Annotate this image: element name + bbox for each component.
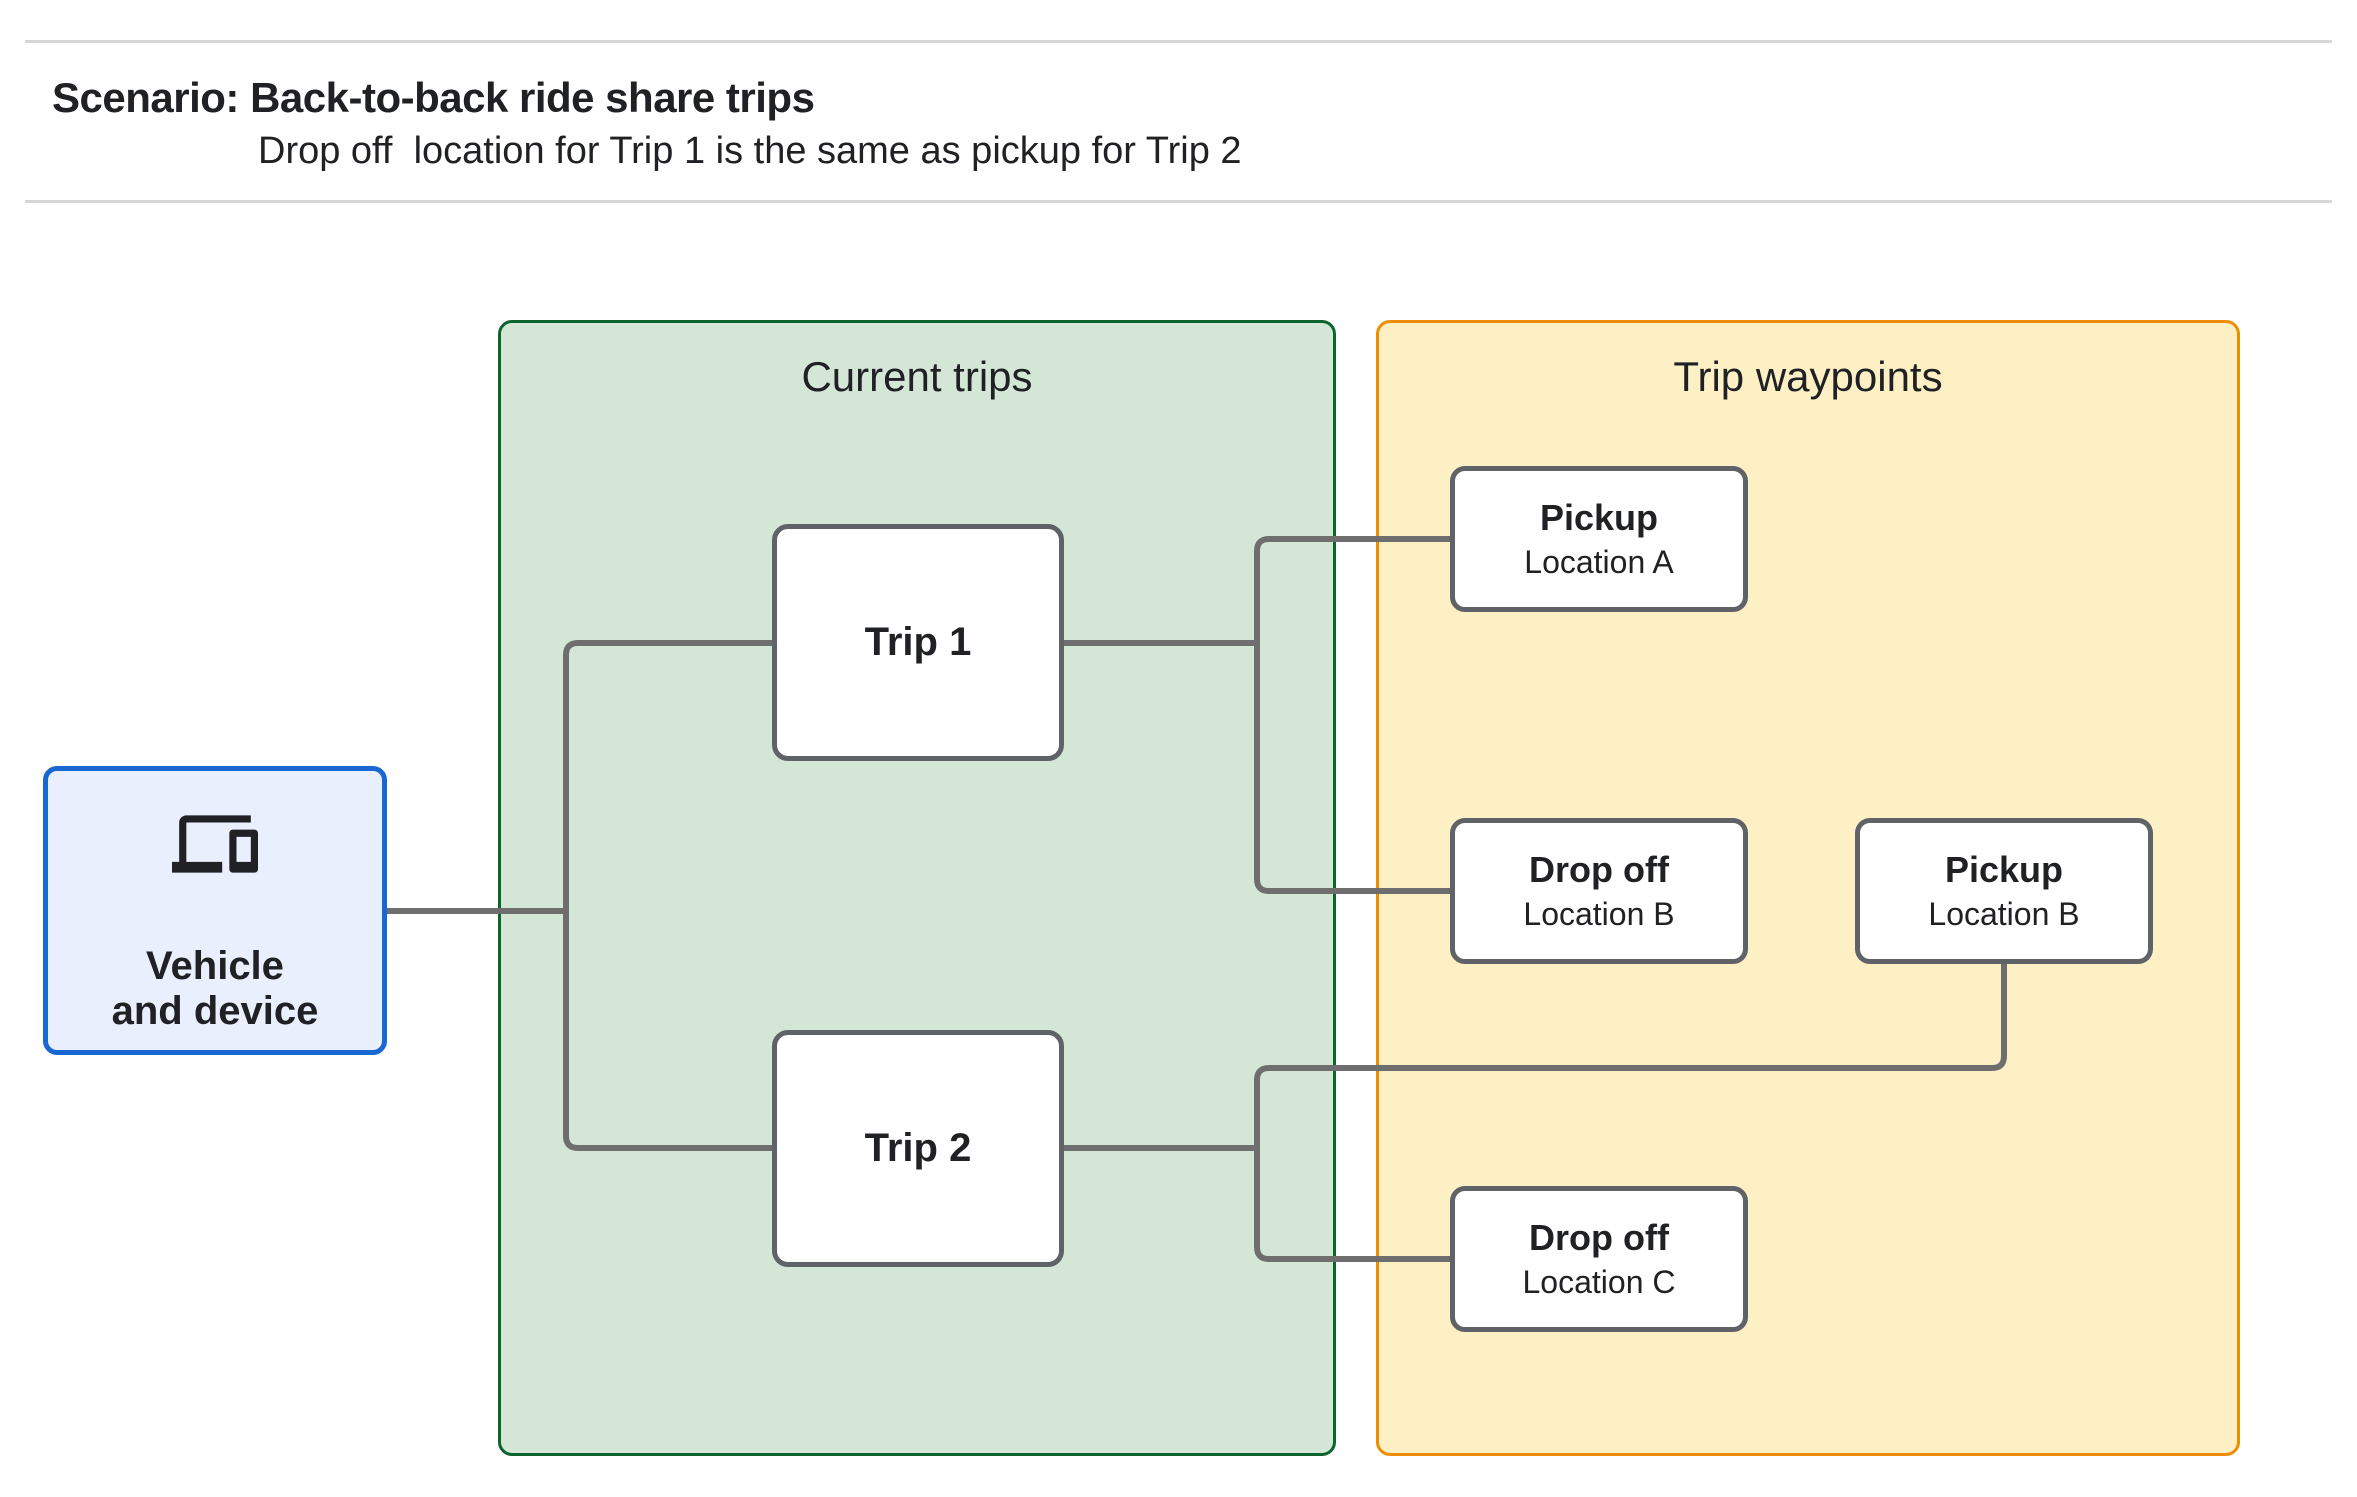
vehicle-label-line2: and device <box>111 988 319 1033</box>
current-trips-panel: Current trips <box>498 320 1336 1456</box>
devices-icon <box>172 815 258 873</box>
waypoint-type: Pickup <box>1944 849 2064 891</box>
waypoint-location: Location C <box>1522 1264 1676 1301</box>
trip-waypoints-title: Trip waypoints <box>1673 353 1943 400</box>
top-divider <box>25 40 2332 43</box>
page-title: Scenario: Back-to-back ride share trips <box>52 74 815 121</box>
waypoint-type: Drop off <box>1529 1217 1669 1259</box>
trip-2-label: Trip 2 <box>864 1126 972 1170</box>
waypoint-location: Location A <box>1524 544 1674 581</box>
waypoint-type: Pickup <box>1539 497 1659 539</box>
trip-1-label: Trip 1 <box>864 620 972 664</box>
waypoint-pickup-location-b: Pickup Location B <box>1855 818 2153 964</box>
vehicle-node: Vehicle and device <box>43 766 387 1055</box>
vehicle-label: Vehicle and device <box>112 944 319 1034</box>
header-divider <box>25 200 2332 203</box>
waypoint-pickup-location-a: Pickup Location A <box>1450 466 1748 612</box>
waypoint-type: Drop off <box>1529 849 1669 891</box>
trip-1-node: Trip 1 <box>772 524 1064 761</box>
vehicle-label-line1: Vehicle <box>146 943 284 988</box>
waypoint-location: Location B <box>1523 896 1675 933</box>
waypoint-dropoff-location-b: Drop off Location B <box>1450 818 1748 964</box>
trip-2-node: Trip 2 <box>772 1030 1064 1267</box>
waypoint-location: Location B <box>1928 896 2080 933</box>
current-trips-title: Current trips <box>801 353 1033 400</box>
page-subtitle: Drop off location for Trip 1 is the same… <box>258 130 1242 172</box>
waypoint-dropoff-location-c: Drop off Location C <box>1450 1186 1748 1332</box>
